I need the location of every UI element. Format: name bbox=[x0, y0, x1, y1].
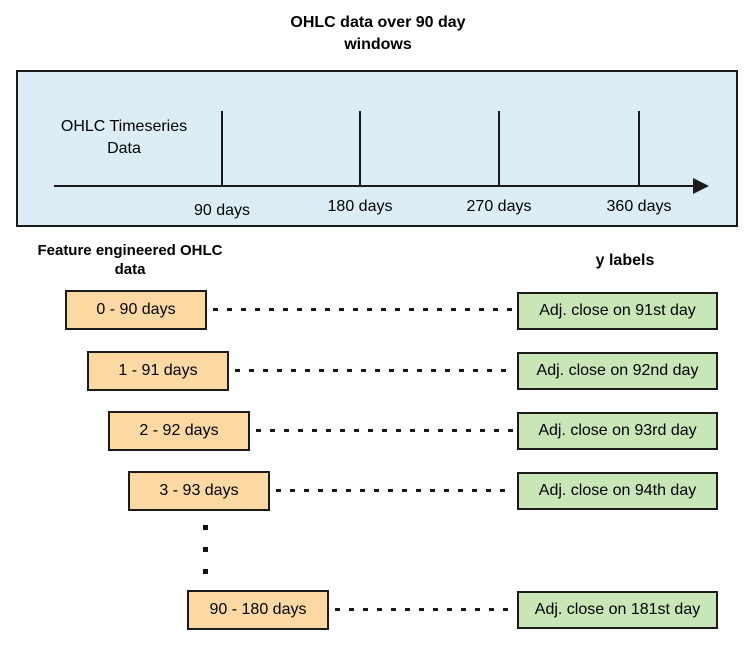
target-label-box: Adj. close on 92nd day bbox=[517, 352, 718, 390]
target-label-box: Adj. close on 94th day bbox=[517, 472, 718, 510]
row-connector-dotted-line bbox=[235, 369, 513, 372]
vertical-ellipsis-dot bbox=[203, 525, 208, 530]
diagram-title-line1: OHLC data over 90 day bbox=[290, 14, 466, 31]
timeline-panel-label: OHLC Timeseries Data bbox=[60, 118, 188, 157]
feature-window-box: 1 - 91 days bbox=[87, 351, 229, 391]
ylabels-section-header: y labels bbox=[595, 252, 655, 269]
row-connector-dotted-line bbox=[213, 308, 513, 311]
diagram-title: OHLC data over 90 day windows bbox=[8, 12, 748, 56]
vertical-ellipsis-dot bbox=[203, 547, 208, 552]
row-connector-dotted-line bbox=[256, 429, 513, 432]
target-label-box: Adj. close on 91st day bbox=[517, 292, 718, 330]
feature-window-box: 3 - 93 days bbox=[128, 471, 270, 511]
timeline-tick-label-270: 270 days bbox=[466, 198, 532, 215]
timeline-tick-270 bbox=[498, 111, 500, 187]
timeline-tick-180 bbox=[359, 111, 361, 187]
feature-window-box: 0 - 90 days bbox=[65, 290, 207, 330]
timeline-tick-label-180: 180 days bbox=[327, 198, 393, 215]
row-connector-dotted-line bbox=[335, 608, 513, 611]
timeline-axis bbox=[54, 185, 695, 187]
timeline-panel: OHLC Timeseries Data 90 days 180 days 27… bbox=[16, 70, 738, 227]
target-label-box: Adj. close on 93rd day bbox=[517, 412, 718, 450]
timeline-tick-90 bbox=[221, 111, 223, 187]
target-label-box: Adj. close on 181st day bbox=[517, 591, 718, 629]
row-connector-dotted-line bbox=[276, 489, 513, 492]
timeline-tick-360 bbox=[638, 111, 640, 187]
timeline-tick-label-360: 360 days bbox=[606, 198, 672, 215]
timeline-tick-label-90: 90 days bbox=[193, 202, 251, 219]
feature-window-box: 90 - 180 days bbox=[187, 590, 329, 630]
arrow-right-icon bbox=[693, 178, 709, 194]
feature-window-box: 2 - 92 days bbox=[108, 411, 250, 451]
features-section-header: Feature engineered OHLC data bbox=[37, 242, 223, 278]
vertical-ellipsis-dot bbox=[203, 569, 208, 574]
diagram-title-line2: windows bbox=[344, 36, 412, 53]
